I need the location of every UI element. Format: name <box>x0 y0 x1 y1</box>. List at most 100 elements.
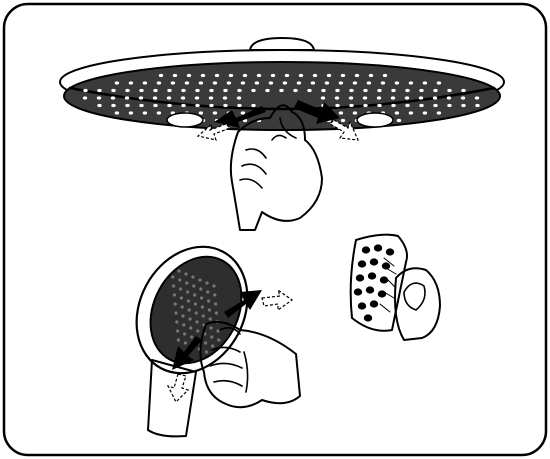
nozzle-dot <box>215 311 218 314</box>
nozzle-dot <box>405 104 409 107</box>
nozzle-dot <box>159 74 163 77</box>
nozzle-dot <box>199 111 203 114</box>
nozzle-dot <box>419 96 423 99</box>
nozzle-dot <box>243 74 247 77</box>
nozzle-dot <box>172 284 175 287</box>
nozzle-dot <box>178 278 181 281</box>
nozzle-dot <box>181 314 184 317</box>
nozzle-dot <box>153 104 157 107</box>
nozzle-dot <box>115 81 119 84</box>
nozzle-dot <box>173 293 176 296</box>
nozzle-dot <box>176 329 179 332</box>
spray-plate <box>64 62 500 130</box>
nozzle-dot <box>475 96 479 99</box>
nozzle-dot <box>349 89 353 92</box>
nozzle-dot <box>381 81 385 84</box>
nozzle-dot <box>257 74 261 77</box>
nozzle-dot <box>189 326 192 329</box>
nozzle-dot <box>205 281 208 284</box>
nozzle-dot <box>377 96 381 99</box>
nozzle-dot <box>237 89 241 92</box>
nozzle-dot <box>447 89 451 92</box>
nozzle-dot <box>195 311 198 314</box>
nozzle-dot <box>202 314 205 317</box>
nozzle-dot <box>191 275 194 278</box>
nozzle-dot <box>405 89 409 92</box>
nozzle-dot <box>369 74 373 77</box>
nozzle-dot <box>285 74 289 77</box>
nozzle-dot <box>237 96 241 99</box>
nozzle-dot <box>341 119 345 122</box>
nozzle-dot <box>181 305 184 308</box>
nozzle-dot <box>370 258 378 265</box>
nozzle-dot <box>195 89 199 92</box>
nozzle-dot <box>355 74 359 77</box>
nozzle-dot <box>395 81 399 84</box>
nozzle-dot <box>209 326 212 329</box>
nozzle-dot <box>437 111 441 114</box>
nozzle-dot <box>223 96 227 99</box>
nozzle-dot <box>175 320 178 323</box>
nozzle-dot <box>157 81 161 84</box>
nozzle-dot <box>279 89 283 92</box>
nozzle-dot <box>366 286 374 293</box>
nozzle-dot <box>216 329 219 332</box>
nozzle-dot <box>153 96 157 99</box>
nozzle-dot <box>356 274 364 281</box>
nozzle-dot <box>187 299 190 302</box>
nozzle-dot <box>447 96 451 99</box>
nozzle-dot <box>335 104 339 107</box>
nozzle-dot <box>433 104 437 107</box>
nozzle-dot <box>210 335 213 338</box>
nozzle-dot <box>269 81 273 84</box>
nozzle-dot <box>195 96 199 99</box>
nozzle-dot <box>397 119 401 122</box>
nozzle-dot <box>423 81 427 84</box>
nozzle-dot <box>201 74 205 77</box>
nozzle-dot <box>461 96 465 99</box>
nozzle-dot <box>173 74 177 77</box>
nozzle-dot <box>380 276 388 283</box>
nozzle-dot <box>409 81 413 84</box>
nozzle-dot <box>212 284 215 287</box>
nozzle-dot <box>447 104 451 107</box>
nozzle-dot <box>199 287 202 290</box>
nozzle-dot <box>184 341 187 344</box>
nozzle-dot <box>111 89 115 92</box>
nozzle-dot <box>167 96 171 99</box>
nozzle-dot <box>213 81 217 84</box>
nozzle-dot <box>174 311 177 314</box>
nozzle-dot <box>180 296 183 299</box>
nozzle-dot <box>321 89 325 92</box>
nozzle-dot <box>199 81 203 84</box>
nozzle-dot <box>171 81 175 84</box>
nozzle-dot <box>383 74 387 77</box>
nozzle-dot <box>386 248 394 255</box>
nozzle-dot <box>353 81 357 84</box>
nozzle-dot <box>174 302 177 305</box>
nozzle-dot <box>186 290 189 293</box>
nozzle-dot <box>283 81 287 84</box>
nozzle-dot <box>217 338 220 341</box>
nozzle-dot <box>157 111 161 114</box>
nozzle-dot <box>423 111 427 114</box>
nozzle-dot <box>227 81 231 84</box>
nozzle-dot <box>208 308 211 311</box>
nozzle-dot <box>214 302 217 305</box>
nozzle-dot <box>129 111 133 114</box>
nozzle-dot <box>213 111 217 114</box>
nozzle-dot <box>391 104 395 107</box>
nozzle-dot <box>171 275 174 278</box>
nozzle-dot <box>378 290 386 297</box>
nozzle-dot <box>139 96 143 99</box>
nozzle-dot <box>311 81 315 84</box>
nozzle-dot <box>177 269 180 272</box>
nozzle-dot <box>187 74 191 77</box>
nozzle-dot <box>204 341 207 344</box>
nozzle-dot <box>349 104 353 107</box>
nozzle-dot <box>325 81 329 84</box>
nozzle-dot <box>209 317 212 320</box>
nozzle-dot <box>241 81 245 84</box>
nozzle-dot <box>349 96 353 99</box>
nozzle-dot <box>461 89 465 92</box>
